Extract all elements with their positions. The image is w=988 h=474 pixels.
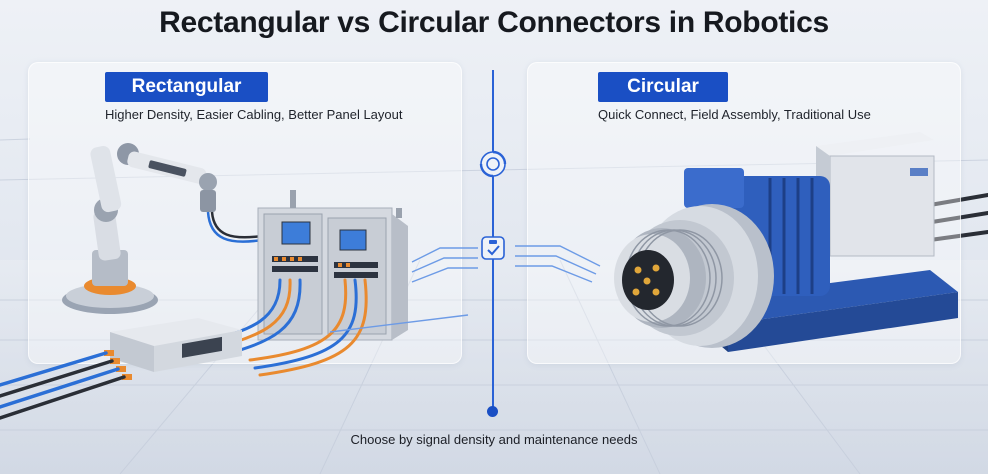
bottom-caption: Choose by signal density and maintenance… xyxy=(350,432,638,447)
clipboard-check-icon xyxy=(479,234,507,262)
control-cabinet-illustration xyxy=(257,190,408,341)
motor-illustration xyxy=(614,132,958,352)
circular-subtitle: Quick Connect, Field Assembly, Tradition… xyxy=(598,107,871,122)
circular-badge: Circular xyxy=(598,72,728,102)
rectangular-subtitle: Higher Density, Easier Cabling, Better P… xyxy=(105,107,403,122)
connector-swirl-icon xyxy=(479,150,507,178)
page-title: Rectangular vs Circular Connectors in Ro… xyxy=(159,6,829,39)
rectangular-connector-hub xyxy=(104,318,242,380)
rectangular-badge: Rectangular xyxy=(105,72,268,102)
robot-arm-illustration xyxy=(62,143,263,314)
divider-end-dot xyxy=(487,406,498,417)
